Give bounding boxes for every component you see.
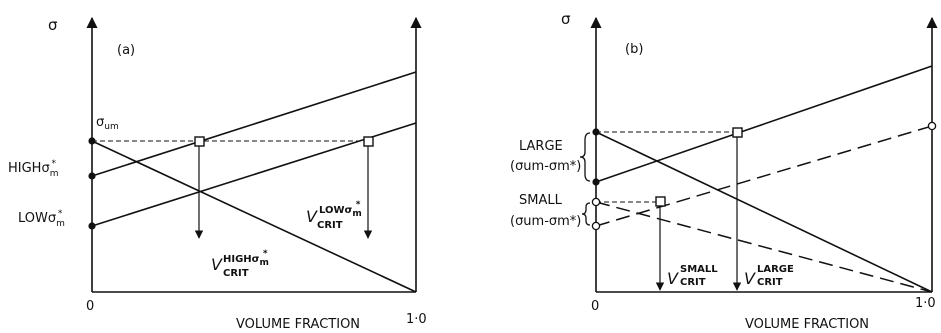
panel-a-vcrit-low-sup: LOWσm* xyxy=(319,200,362,219)
panel-a-high-label: HIGHσm* xyxy=(8,159,58,179)
panel-b-large-expr: (σum-σm*) xyxy=(510,159,581,174)
panel-a-y-label: σ xyxy=(48,16,58,34)
panel-b-vcrit-large-v: V xyxy=(744,269,756,288)
panel-b-matrix-line xyxy=(595,131,933,293)
panel-b-small-bottom-dot xyxy=(591,221,601,231)
panel-b-small-expr: (σum-σm*) xyxy=(510,214,581,229)
panel-b-large-top-dot xyxy=(592,128,600,136)
panel-b-origin: 0 xyxy=(591,299,599,314)
panel-b-small-label: SMALL xyxy=(519,193,563,208)
panel-a-vcrit-high-sup: HIGHσm* xyxy=(223,249,269,268)
panel-a-vcrit-high-v: V xyxy=(211,255,223,274)
panel-b-small-top-dot xyxy=(591,197,601,207)
panel-a-low-label: LOWσm* xyxy=(18,209,65,229)
panel-b-small-line xyxy=(595,125,933,227)
panel-a-x-end: 1·0 xyxy=(406,312,427,327)
panel-b-vcrit-small-v: V xyxy=(667,269,679,288)
panel-a-high-line xyxy=(91,71,417,177)
panel-a-high-intersection xyxy=(194,136,205,147)
panel-a-low-line xyxy=(91,122,417,227)
panel-a-label: (a) xyxy=(117,43,135,58)
panel-b-small-brace xyxy=(581,202,591,226)
panel-a-vcrit-high-crit: CRIT xyxy=(223,268,249,279)
panel-b-label: (b) xyxy=(625,42,643,57)
panel-b-vcrit-small-crit: CRIT xyxy=(680,277,706,288)
panel-b-large-intersection xyxy=(732,127,743,138)
panel-b-small-matrix-line xyxy=(595,201,933,293)
panel-a-low-dot xyxy=(88,222,96,230)
panel-b-vcrit-small-sup: SMALL xyxy=(680,264,718,275)
panel-b-vcrit-large-crit: CRIT xyxy=(757,277,783,288)
panel-b-vcrit-large-sup: LARGE xyxy=(757,264,794,275)
panel-b-end-dot xyxy=(927,121,937,131)
panel-b-large-brace xyxy=(579,132,591,182)
panel-b-large-bottom-dot xyxy=(592,178,600,186)
panel-b-x-end: 1·0 xyxy=(915,296,936,311)
panel-a-origin: 0 xyxy=(86,299,94,314)
panel-b-large-line xyxy=(595,65,933,183)
panel-a-sigma-um-dot xyxy=(88,137,96,145)
panel-b-y-label: σ xyxy=(561,10,571,28)
panel-b-small-intersection xyxy=(655,196,666,207)
panel-a-x-label: VOLUME FRACTION xyxy=(236,317,360,332)
panel-a: σ (a) σum HIGHσm* LOWσm* V HIGHσm* CRIT … xyxy=(8,16,427,332)
panel-a-matrix-line xyxy=(91,140,417,293)
panel-a-low-intersection xyxy=(363,136,374,147)
panel-a-sigma-um-label: σum xyxy=(96,115,119,132)
panel-b-x-label: VOLUME FRACTION xyxy=(745,317,869,332)
panel-b-large-label: LARGE xyxy=(519,139,563,154)
panel-a-vcrit-low-crit: CRIT xyxy=(317,220,343,231)
panel-a-vcrit-low-v: V xyxy=(306,207,318,226)
panel-b: σ (b) LARGE (σum-σm*) SMALL (σum-σm*) V … xyxy=(510,10,938,332)
panel-a-high-dot xyxy=(88,172,96,180)
